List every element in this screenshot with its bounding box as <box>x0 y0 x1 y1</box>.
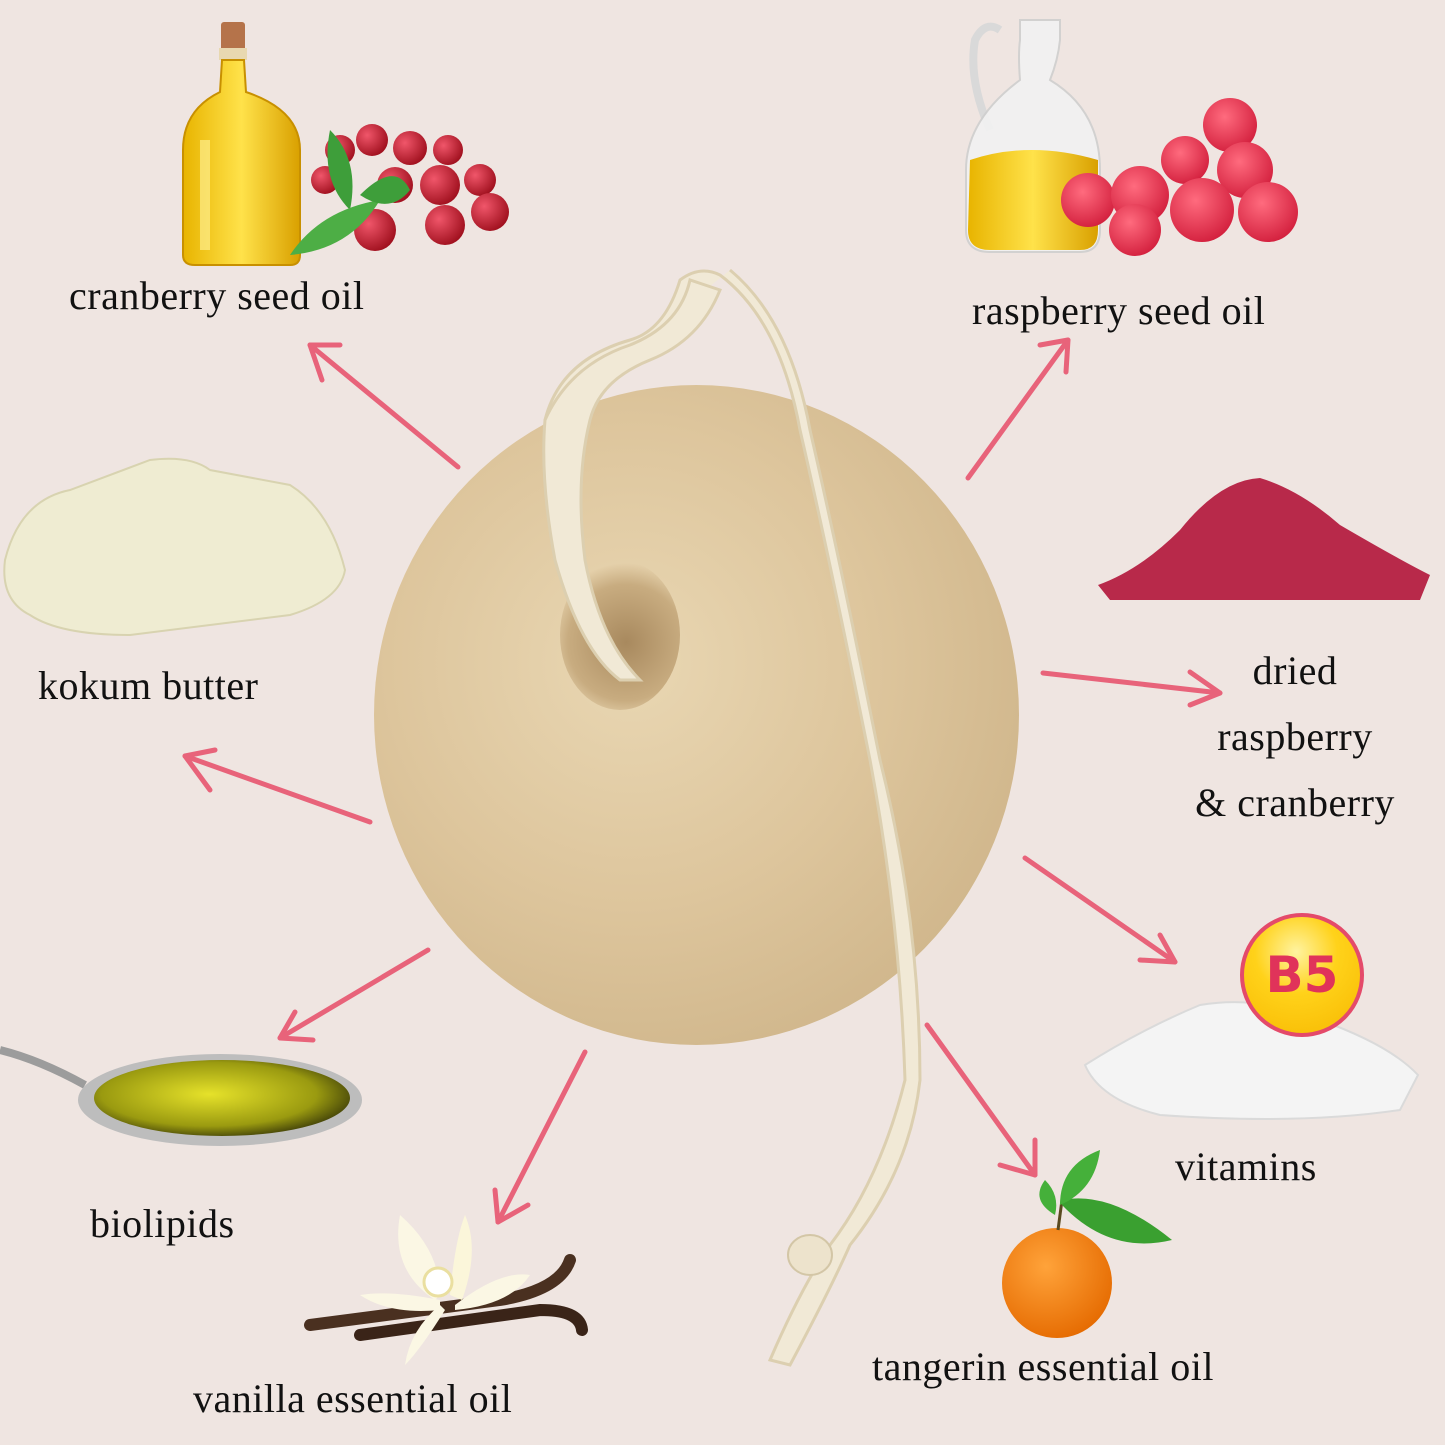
label-vanilla-essential-oil: vanilla essential oil <box>193 1376 513 1421</box>
cranberries-image <box>290 124 509 255</box>
spoon-oil-image <box>0 1046 362 1146</box>
label-line-dried: dried <box>1252 648 1338 693</box>
soap-hole <box>560 560 680 710</box>
label-dried-raspberry-cranberry: dried raspberry & cranberry <box>1170 647 1420 827</box>
kokum-butter-image <box>3 457 347 637</box>
label-kokum-butter: kokum butter <box>38 663 259 708</box>
vanilla-image <box>304 1215 588 1365</box>
arrow-to-cranberry-seed-oil <box>307 342 461 470</box>
raspberries-image <box>1061 98 1298 256</box>
vitamin-powder-image <box>1083 1001 1420 1120</box>
label-tangerin-essential-oil: tangerin essential oil <box>872 1344 1215 1389</box>
berry-powder-image <box>1098 478 1430 600</box>
label-line-raspberry: raspberry <box>1217 714 1373 759</box>
arrow-to-vanilla-essential-oil <box>492 1049 588 1225</box>
raspberry-oil-image <box>965 19 1101 253</box>
tangerine-image <box>1002 1150 1172 1338</box>
cranberry-oil-image <box>182 22 301 266</box>
label-cranberry-seed-oil: cranberry seed oil <box>69 273 365 318</box>
label-vitamins: vitamins <box>1175 1144 1317 1189</box>
vitamin-b5-badge: B5 <box>1240 913 1364 1037</box>
arrow-to-raspberry-seed-oil <box>965 337 1071 481</box>
label-line-cranberry: & cranberry <box>1195 780 1395 825</box>
soap-bar <box>374 385 1019 1045</box>
label-raspberry-seed-oil: raspberry seed oil <box>972 288 1266 333</box>
label-biolipids: biolipids <box>90 1201 235 1246</box>
arrow-to-biolipids <box>277 947 431 1043</box>
arrow-to-vitamins <box>1022 855 1178 965</box>
arrow-to-kokum-butter <box>182 747 373 825</box>
arrow-to-tangerin-essential-oil <box>924 1022 1038 1178</box>
